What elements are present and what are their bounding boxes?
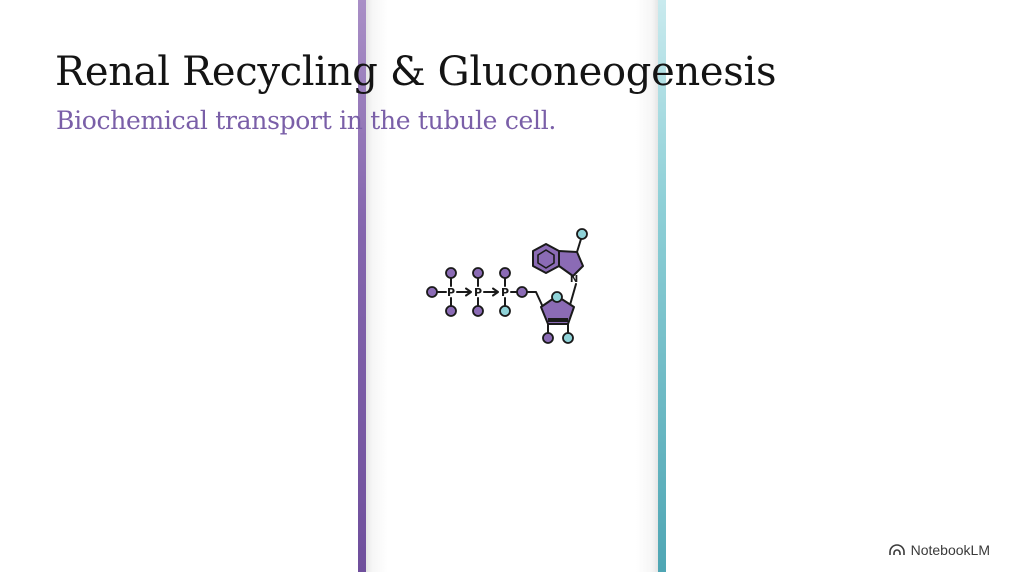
notebooklm-logo-icon bbox=[888, 544, 905, 555]
teal-accent-bar bbox=[658, 0, 666, 572]
svg-text:P: P bbox=[474, 286, 482, 299]
notebooklm-branding: NotebookLM bbox=[888, 542, 990, 558]
svg-text:P: P bbox=[447, 286, 455, 299]
svg-text:N: N bbox=[570, 274, 578, 285]
center-panel bbox=[366, 0, 658, 572]
slide-subtitle: Biochemical transport in the tubule cell… bbox=[56, 106, 557, 135]
slide-title: Renal Recycling & Gluconeogenesis bbox=[55, 49, 777, 95]
brand-label: NotebookLM bbox=[910, 542, 990, 558]
svg-text:P: P bbox=[501, 286, 509, 299]
nucleotide-triphosphate-icon: N P P P bbox=[426, 228, 588, 344]
purple-accent-bar bbox=[358, 0, 366, 572]
